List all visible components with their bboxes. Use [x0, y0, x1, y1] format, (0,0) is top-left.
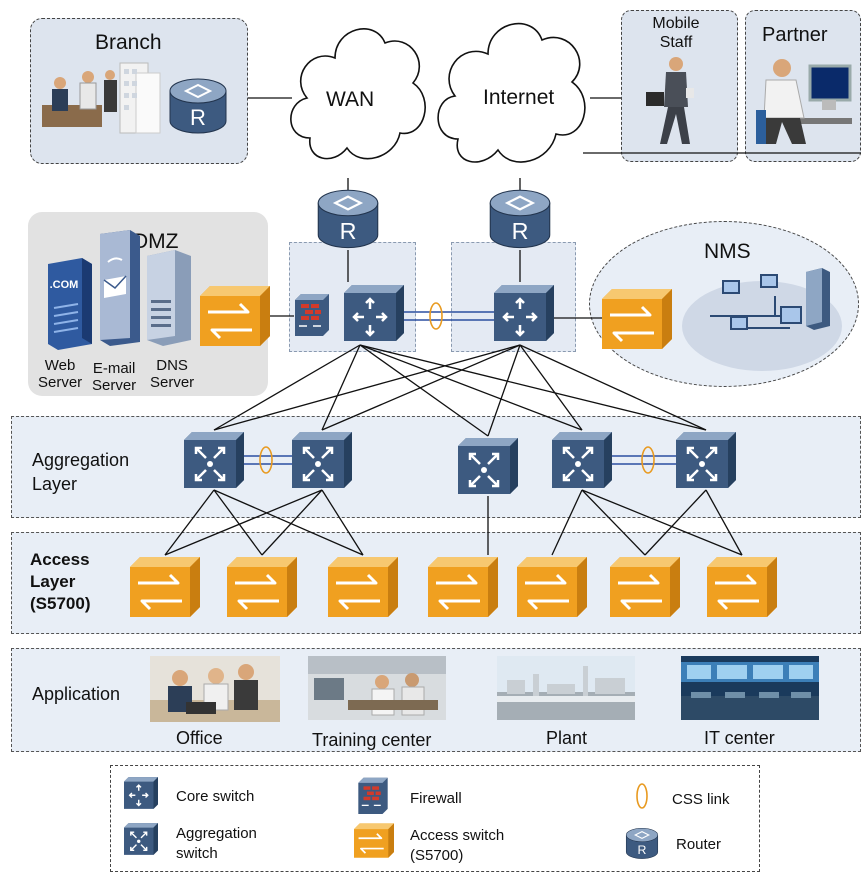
nms-computers-icon — [682, 268, 842, 371]
access-switch-5-icon[interactable] — [517, 555, 587, 617]
web-server-icon[interactable]: .COM — [44, 258, 96, 350]
aggregation-switch-1-icon[interactable] — [184, 430, 244, 490]
core-switch-left-icon[interactable] — [344, 283, 404, 343]
aggregation-switch-3-icon[interactable] — [458, 436, 518, 496]
branch-office-illustration — [42, 62, 161, 134]
dmz-access-switch-icon[interactable] — [200, 284, 270, 346]
css-ring — [259, 446, 273, 474]
partner-label: Partner — [762, 24, 828, 46]
access-switch-4-icon[interactable] — [428, 555, 498, 617]
legend-router-icon: R — [625, 827, 659, 859]
router-letter: R — [190, 105, 206, 130]
legend-firewall-icon — [358, 776, 388, 814]
mobile-staff-label: Mobile Staff — [652, 15, 700, 51]
access-layer-label: Access Layer (S5700) — [30, 550, 91, 613]
legend-core-switch-label: Core switch — [176, 788, 255, 805]
legend-router-label: Router — [676, 836, 722, 853]
email-server-icon[interactable] — [98, 228, 142, 348]
aggregation-switch-4-icon[interactable] — [552, 430, 612, 490]
legend-access-switch-icon — [354, 822, 394, 858]
nms-access-switch-icon[interactable] — [602, 287, 672, 349]
nms-label: NMS — [704, 240, 751, 263]
legend-core-switch-icon — [124, 776, 158, 810]
access-switch-3-icon[interactable] — [328, 555, 398, 617]
wan-label: WAN — [326, 88, 375, 111]
css-ring — [641, 446, 655, 474]
legend-access-switch-label: Access switch (S5700) — [410, 827, 505, 864]
legend-aggregation-switch-icon — [124, 822, 158, 856]
office-photo — [150, 656, 280, 722]
dmz-label: DMZ — [133, 230, 179, 253]
access-switch-1-icon[interactable] — [130, 555, 200, 617]
legend-css-link-icon — [636, 783, 648, 809]
aggregation-layer-label: Aggregation Layer — [32, 450, 130, 494]
legend-firewall-label: Firewall — [410, 790, 462, 807]
app-label-plant: Plant — [546, 728, 588, 748]
aggregation-switch-2-icon[interactable] — [292, 430, 352, 490]
firewall-icon[interactable] — [295, 292, 329, 336]
training-center-photo — [308, 656, 446, 720]
wan-cloud-icon — [290, 28, 426, 160]
app-label-it-center: IT center — [704, 728, 775, 748]
partner-person-icon — [756, 59, 852, 144]
legend-css-link-label: CSS link — [672, 791, 730, 808]
internet-cloud-icon — [437, 22, 586, 163]
wan-router-icon[interactable]: R — [314, 186, 382, 254]
router-letter: R — [512, 218, 529, 244]
router-letter: R — [340, 218, 357, 244]
css-ring — [429, 302, 443, 330]
app-label-training-center: Training center — [312, 730, 432, 750]
plant-photo — [497, 656, 635, 720]
app-label-office: Office — [176, 728, 223, 748]
access-switch-7-icon[interactable] — [707, 555, 777, 617]
branch-label: Branch — [95, 31, 162, 54]
mobile-staff-person-icon — [646, 57, 694, 144]
router-letter: R — [638, 843, 647, 857]
legend-aggregation-switch-label: Aggregation switch — [176, 825, 257, 862]
aggregation-switch-5-icon[interactable] — [676, 430, 736, 490]
com-badge: .COM — [50, 279, 79, 291]
application-layer-label: Application — [32, 684, 121, 704]
dns-server-icon[interactable] — [145, 248, 193, 346]
it-center-photo — [681, 656, 819, 720]
internet-router-icon[interactable]: R — [486, 186, 554, 254]
core-switch-right-icon[interactable] — [494, 283, 554, 343]
access-switch-2-icon[interactable] — [227, 555, 297, 617]
branch-router-icon: R — [169, 78, 227, 134]
internet-label: Internet — [483, 86, 555, 109]
access-switch-6-icon[interactable] — [610, 555, 680, 617]
